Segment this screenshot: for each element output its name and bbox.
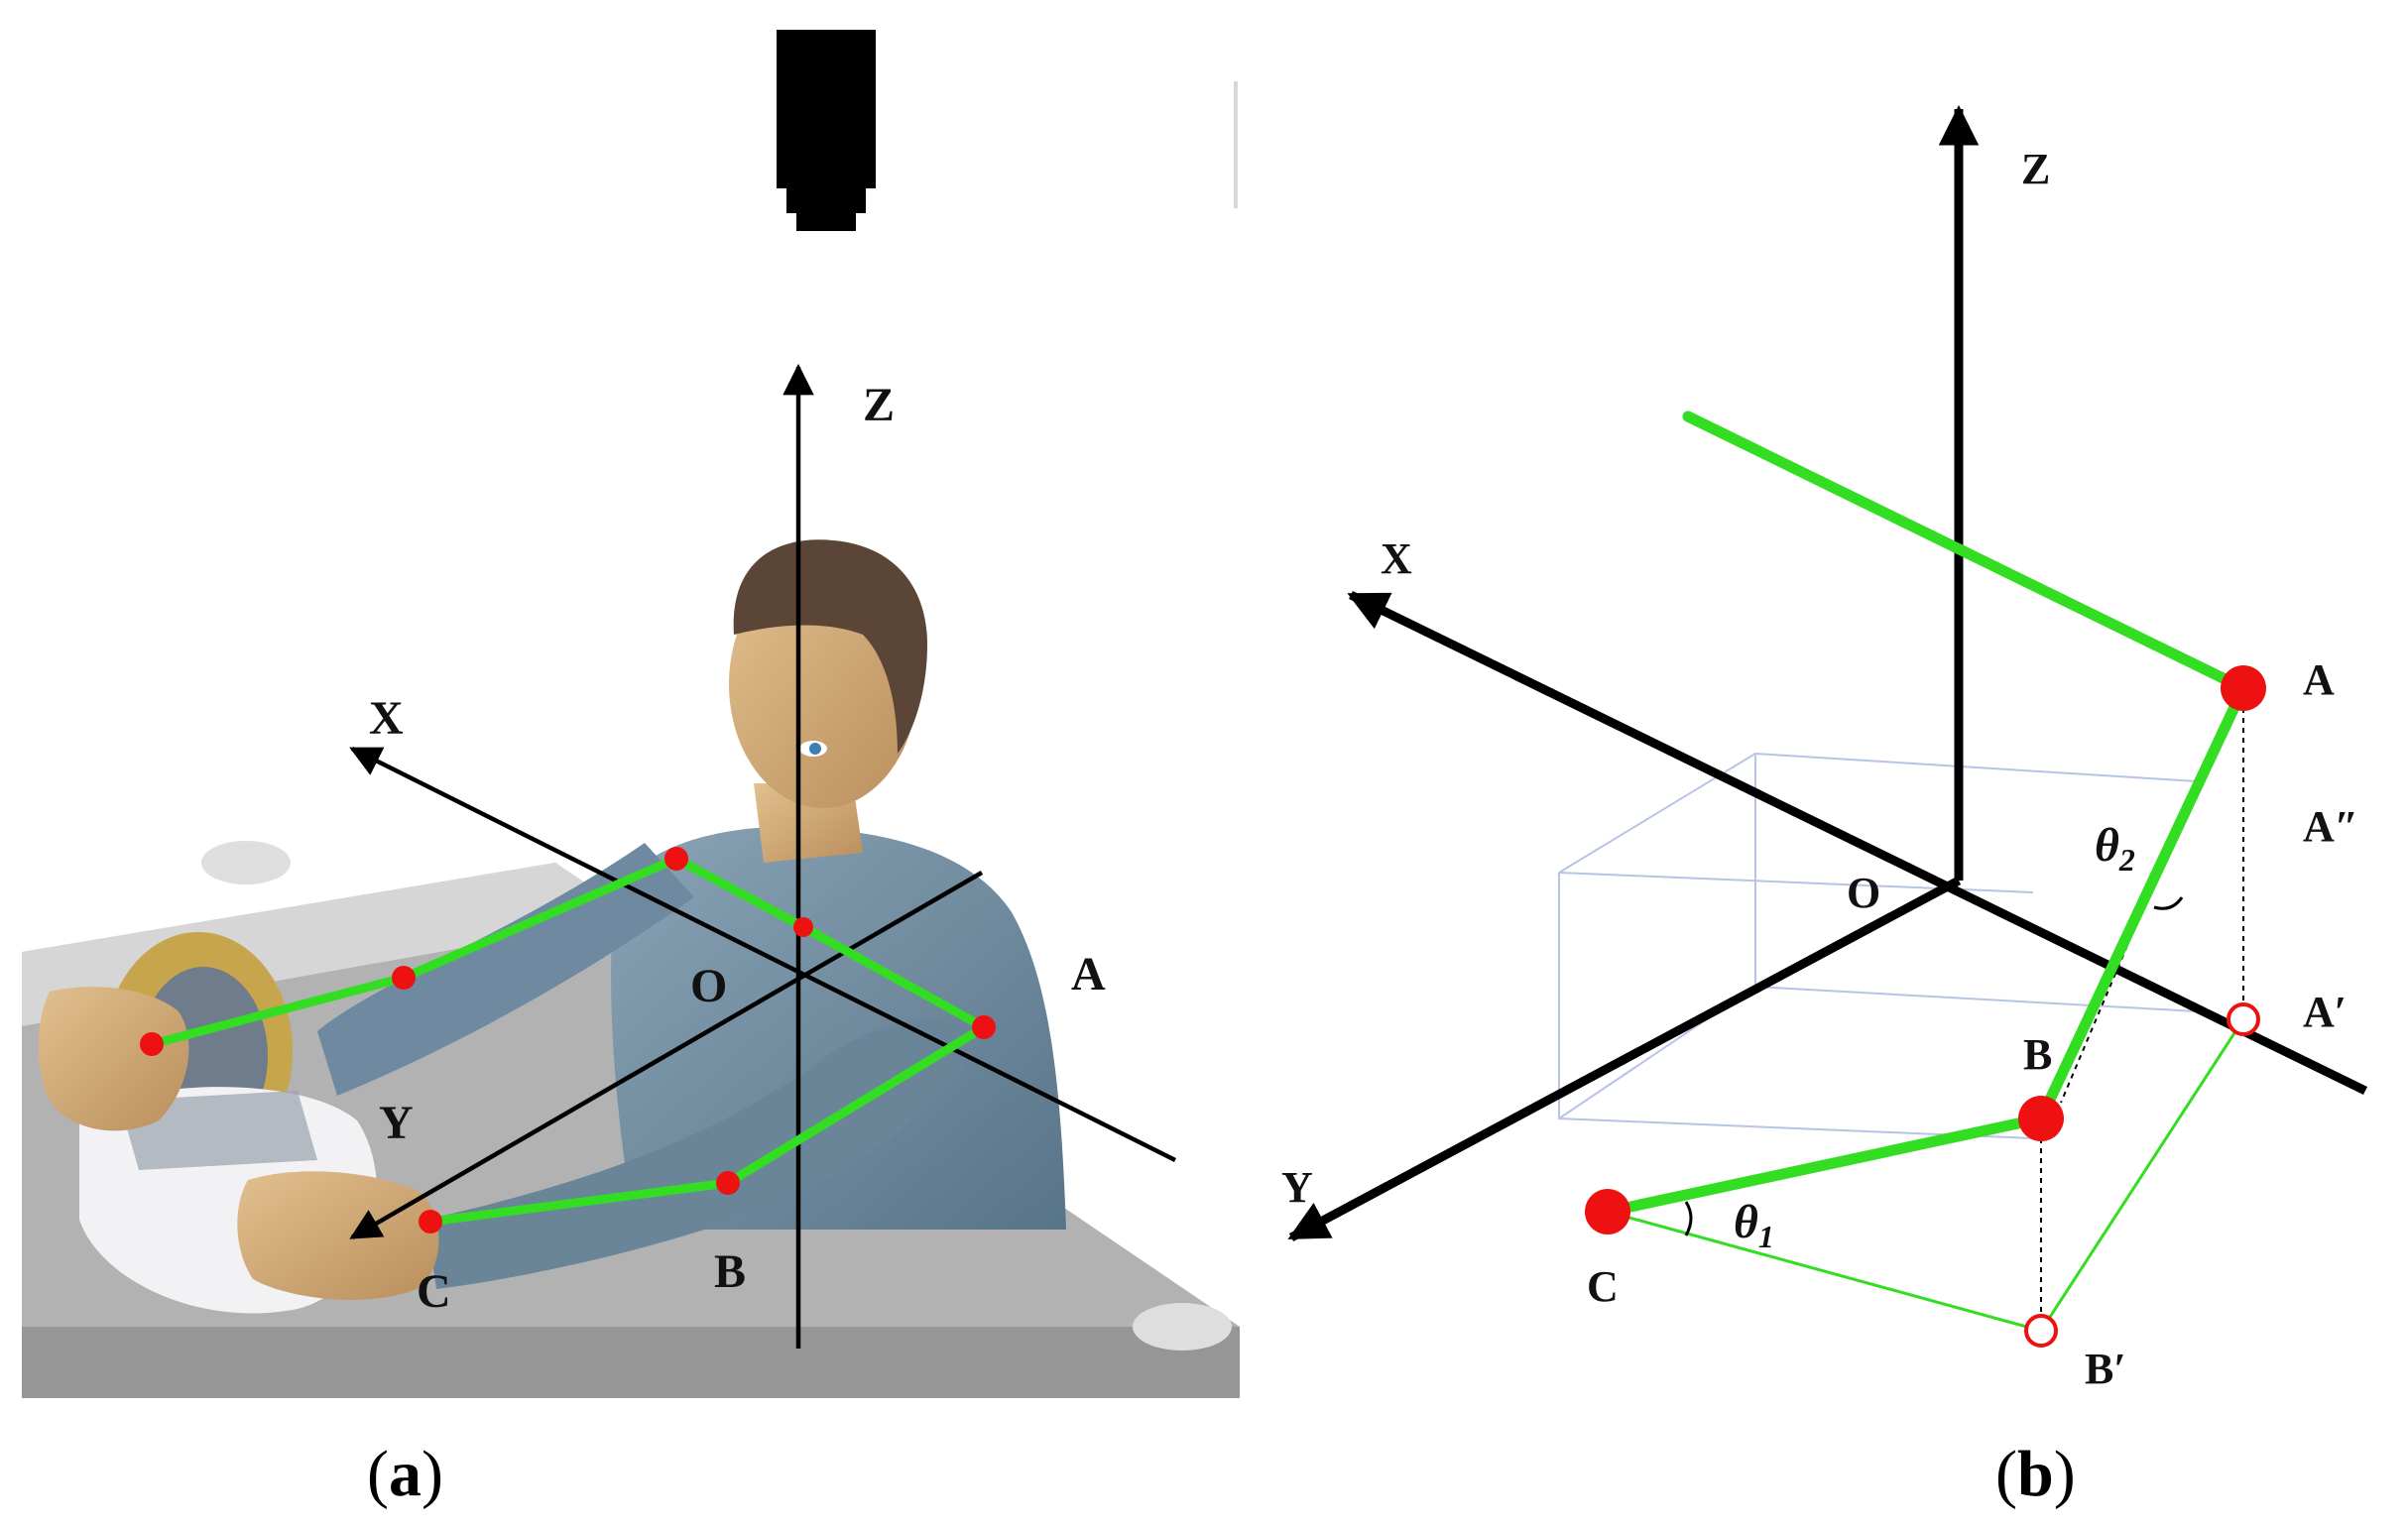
joint-a [972, 1015, 996, 1039]
joint-b [716, 1171, 740, 1195]
label-y-b: Y [1281, 1163, 1313, 1212]
caption-a-letter: a [389, 1438, 421, 1510]
joint-left-wrist [140, 1032, 164, 1056]
theta1-symbol: θ [1734, 1196, 1758, 1248]
hair [733, 539, 927, 754]
human-model [38, 539, 1066, 1314]
caption-a-close: ) [421, 1438, 443, 1510]
point-a-prime [2227, 1002, 2260, 1036]
label-theta1: θ1 [1734, 1196, 1774, 1254]
label-b-a: B [714, 1245, 746, 1298]
caption-a: (a) [367, 1438, 443, 1510]
label-b-prime: B′ [2085, 1345, 2126, 1393]
caption-b-close: ) [2054, 1438, 2076, 1510]
reference-lines [1607, 1018, 2245, 1333]
segment-forearm [1602, 1113, 2047, 1218]
joint-left-elbow [392, 966, 416, 990]
guide-box [1558, 752, 2198, 1139]
label-a-prime: A′ [2303, 988, 2347, 1036]
label-b-b: B [2023, 1030, 2052, 1079]
angle-theta1-arc [1684, 1201, 1693, 1236]
caption-b-open: ( [1995, 1438, 2017, 1510]
theta2-symbol: θ [2095, 819, 2119, 872]
joint-b-b [2018, 1096, 2064, 1141]
camera-icon [777, 30, 876, 231]
axes-b [1287, 104, 2367, 1241]
ref-c-to-b-prime [1607, 1210, 2042, 1333]
label-x-a: X [369, 692, 404, 745]
theta1-subscript: 1 [1758, 1219, 1774, 1254]
segment-shoulders [1682, 411, 2249, 694]
label-a-a: A [1071, 948, 1106, 1000]
panel-a: Z X Y O A B C (a) [22, 30, 1240, 1510]
label-y-a: Y [379, 1097, 414, 1149]
caption-b: (b) [1995, 1438, 2076, 1510]
ref-b-prime-to-a-prime [2039, 1018, 2245, 1332]
angle-theta2-arc [2153, 896, 2184, 910]
joint-left-shoulder [664, 847, 688, 871]
label-x-b: X [1381, 534, 1412, 583]
joint-neck [793, 917, 813, 937]
label-c-b: C [1587, 1262, 1619, 1311]
caption-a-open: ( [367, 1438, 389, 1510]
label-z-a: Z [863, 379, 895, 431]
right-hand [237, 1171, 439, 1300]
caption-b-letter: b [2017, 1438, 2054, 1510]
joint-c-b [1585, 1189, 1630, 1235]
joint-c [419, 1210, 442, 1234]
label-theta2: θ2 [2095, 819, 2135, 878]
theta2-subscript: 2 [2118, 842, 2135, 878]
proj-a-double-prime [2060, 780, 2198, 1104]
projection-lines [2040, 688, 2244, 1331]
left-hand [38, 987, 189, 1131]
label-a-double-prime: A″ [2303, 802, 2358, 851]
segment-upper-arm [2035, 682, 2249, 1124]
skeleton-b [1602, 411, 2249, 1218]
skeleton-a [140, 847, 996, 1234]
axes-a [349, 363, 1177, 1349]
x-axis-a [349, 746, 1177, 1163]
y-axis-a [349, 871, 984, 1239]
x-axis-b [1347, 590, 2367, 1096]
point-b-prime [2024, 1314, 2058, 1348]
label-c-a: C [417, 1265, 451, 1318]
panel-b: Z X Y O A A″ A′ B B′ C θ1 θ2 (b) [1281, 104, 2367, 1510]
label-z-b: Z [2021, 145, 2050, 193]
joint-a-b [2221, 665, 2266, 711]
y-axis-b [1287, 877, 1962, 1241]
label-o-a: O [690, 960, 727, 1012]
label-a-b: A [2303, 655, 2335, 704]
label-o-b: O [1847, 869, 1880, 917]
